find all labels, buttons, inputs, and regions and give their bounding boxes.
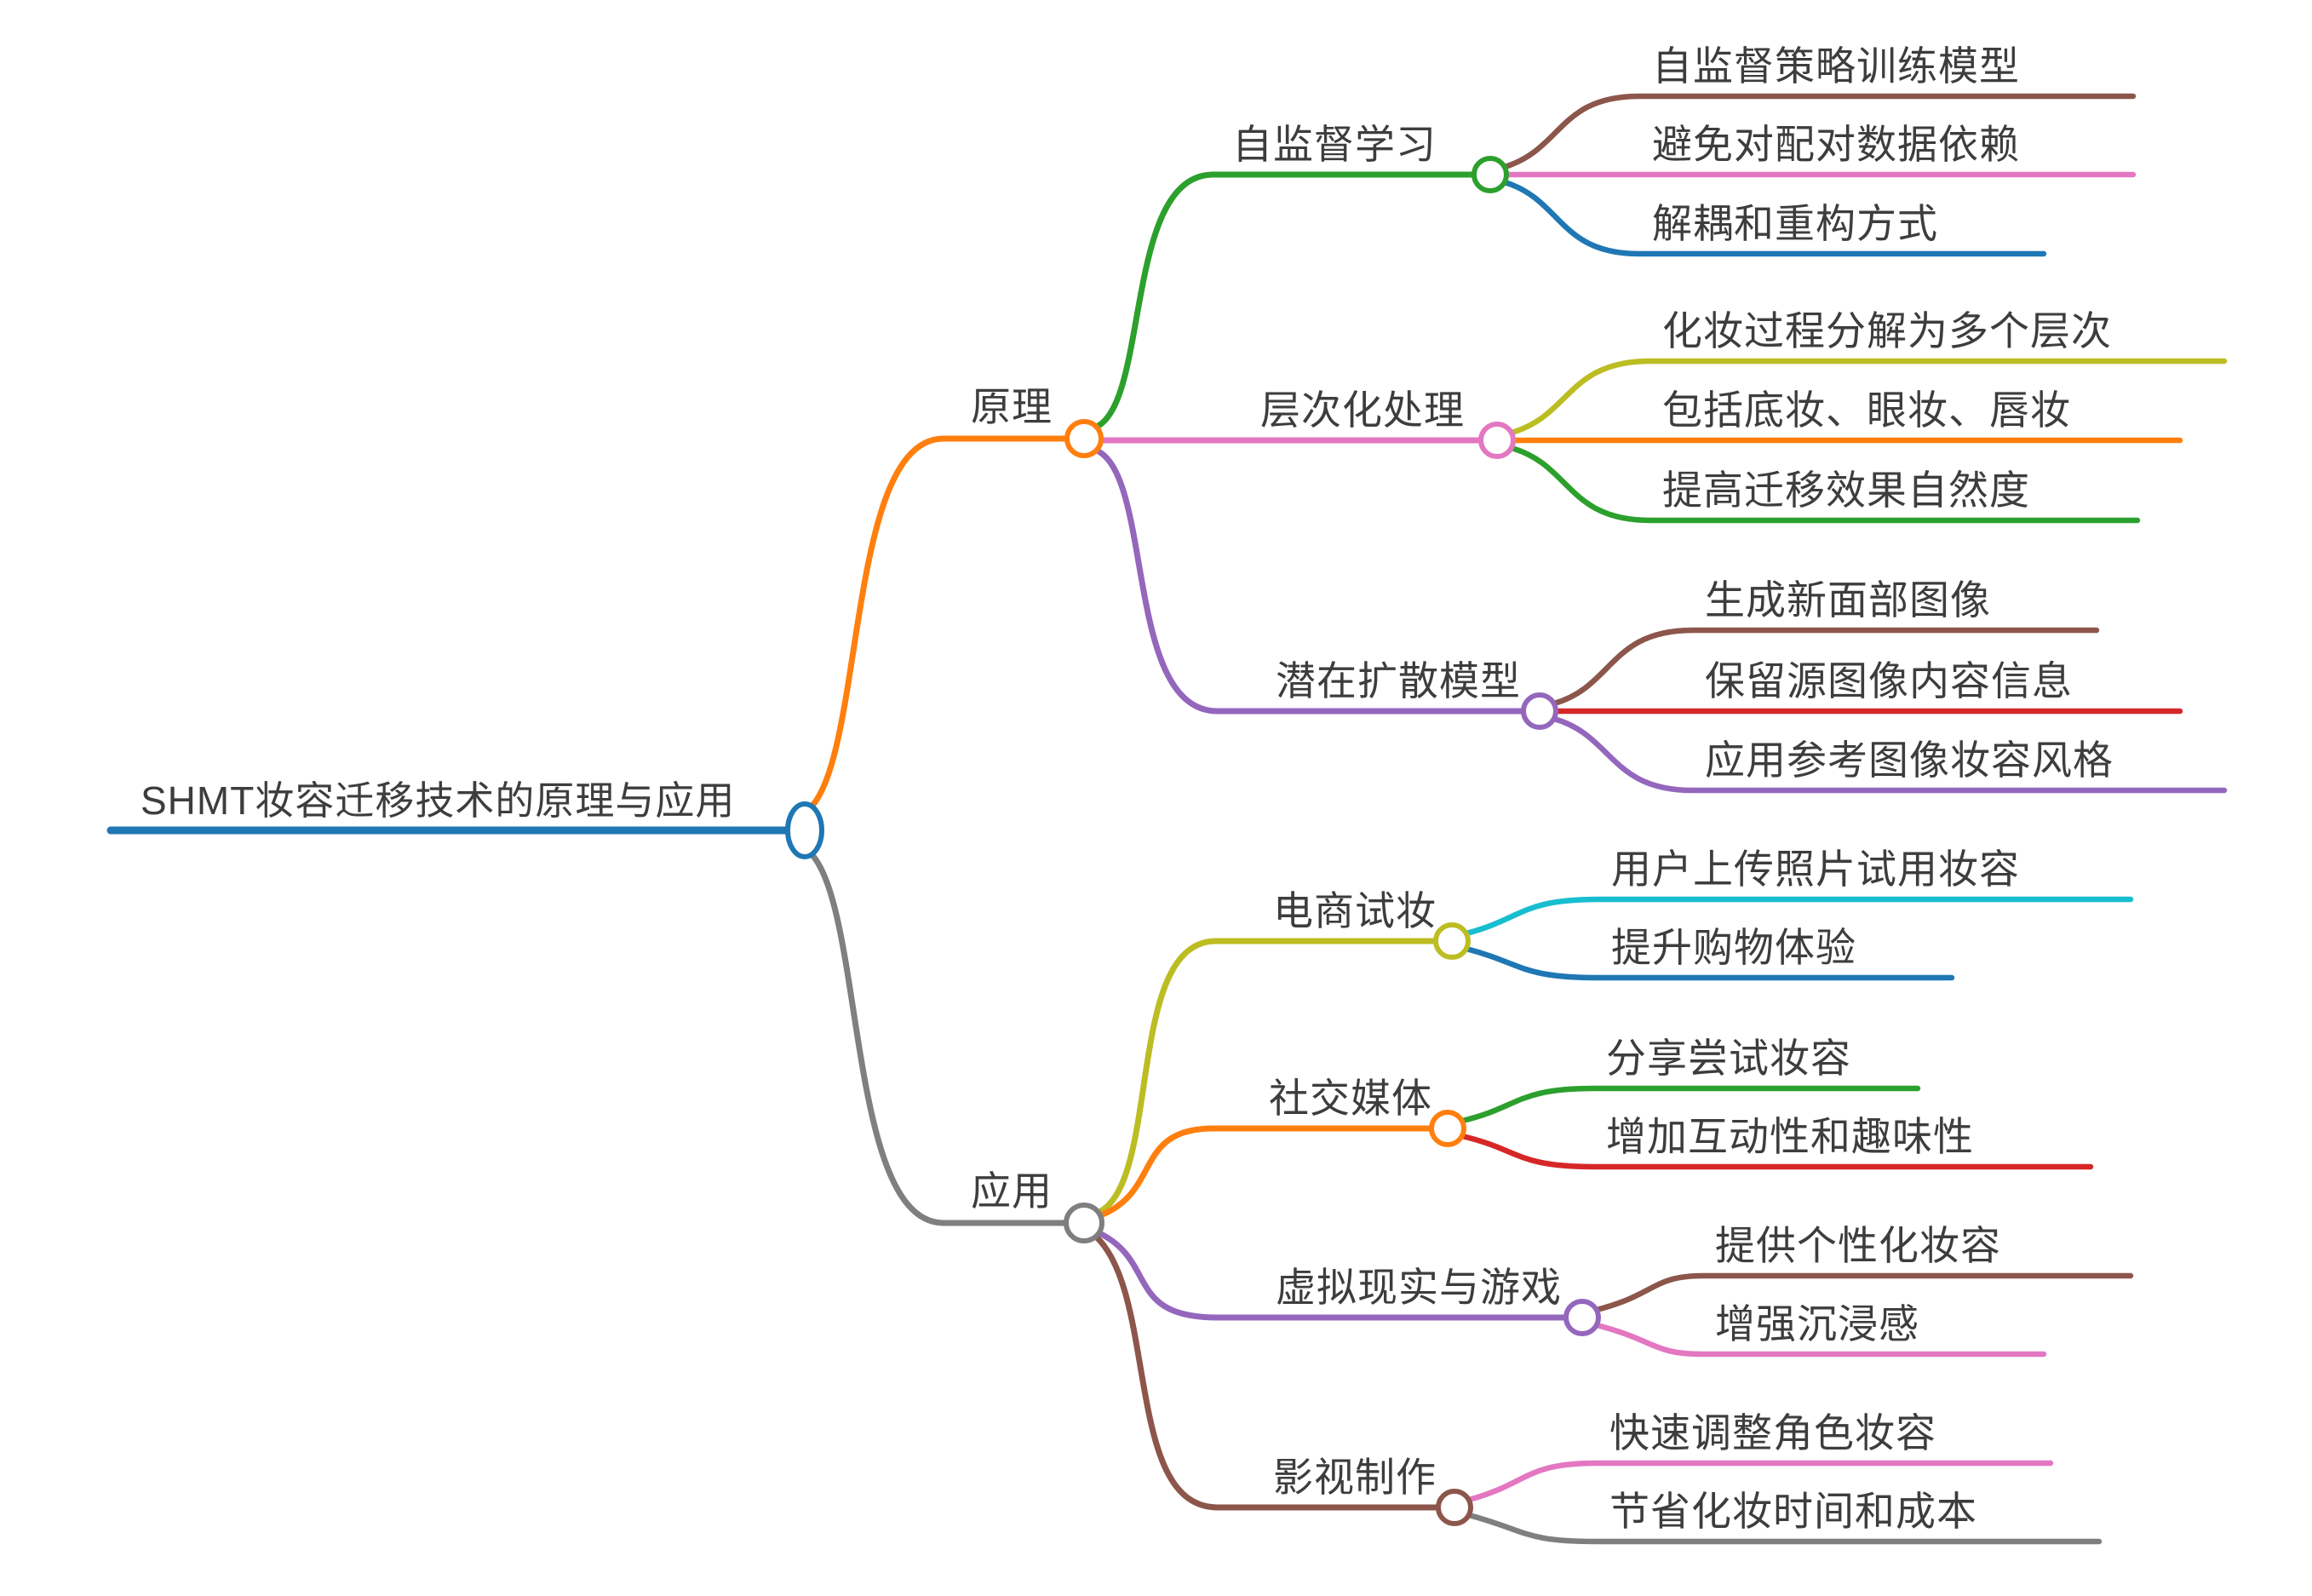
node-label-vr-games: 虚拟现实与游戏 [1276, 1265, 1562, 1310]
leaf-label-personalized-makeup: 提供个性化妆容 [1715, 1223, 2001, 1268]
node-circle-latentdiffusion[interactable] [1521, 692, 1558, 730]
leaf-label-naturalness: 提高迁移效果自然度 [1662, 468, 2030, 513]
edge-leaf-multi-layers [1508, 358, 2228, 436]
edge-leaf-immersion [1593, 1322, 2047, 1358]
node-label-socialmedia: 社交媒体 [1269, 1076, 1432, 1121]
node-label-application: 应用 [971, 1168, 1053, 1214]
edge-principle-selfsupervised [1093, 171, 1477, 430]
node-label-hierarchical: 层次化处理 [1260, 388, 1465, 433]
edge-leaf-save-time-cost [1466, 1512, 2103, 1545]
node-label-film: 影视制作 [1273, 1455, 1437, 1500]
leaf-label-multi-layers: 化妆过程分解为多个层次 [1662, 308, 2112, 353]
leaf-label-upload-photo: 用户上传照片试用妆容 [1611, 847, 2020, 892]
edge-leaf-personalized-makeup [1593, 1272, 2134, 1313]
node-label-principle: 原理 [971, 384, 1053, 429]
edge-root-application [808, 851, 1070, 1226]
node-circle-application[interactable] [1064, 1203, 1104, 1243]
edge-leaf-shopping-experience [1463, 945, 1955, 981]
leaf-label-selfsupervised-strategy: 自监督策略训练模型 [1652, 43, 2020, 89]
edge-root-principle [808, 435, 1070, 810]
leaf-label-preserve-content: 保留源图像内容信息 [1705, 658, 2073, 703]
edge-leaf-selfsupervised-strategy [1501, 93, 2137, 170]
node-circle-ecommerce[interactable] [1433, 922, 1471, 960]
edge-leaf-quick-adjust [1466, 1460, 2054, 1503]
leaf-label-quick-adjust: 快速调整角色妆容 [1609, 1410, 1936, 1455]
leaf-label-decouple-reconstruct: 解耦和重构方式 [1652, 201, 1938, 246]
leaf-label-generate-face: 生成新面部图像 [1705, 577, 1991, 623]
node-label-selfsupervised: 自监督学习 [1232, 122, 1437, 167]
leaf-label-save-time-cost: 节省化妆时间和成本 [1609, 1489, 1977, 1534]
edge-leaf-naturalness [1508, 445, 2141, 524]
edge-application-vr-games [1094, 1229, 1569, 1321]
node-label-ecommerce: 电商试妆 [1273, 888, 1437, 933]
leaf-label-base-eye-lip: 包括底妆、眼妆、唇妆 [1662, 388, 2071, 433]
leaf-label-apply-reference-style: 应用参考图像妆容风格 [1705, 738, 2114, 783]
leaf-label-interactivity-fun: 增加互动性和趣味性 [1606, 1114, 1974, 1159]
edge-leaf-interactivity-fun [1459, 1133, 2094, 1170]
leaf-label-avoid-paired-data: 避免对配对数据依赖 [1652, 122, 2020, 167]
node-circle-vr-games[interactable] [1563, 1299, 1601, 1336]
node-circle-film[interactable] [1436, 1489, 1473, 1526]
edge-application-socialmedia [1095, 1125, 1435, 1220]
edge-application-ecommerce [1094, 938, 1439, 1216]
node-label-root: SHMT妆容迁移技术的原理与应用 [141, 778, 736, 823]
node-label-latentdiffusion: 潜在扩散模型 [1276, 658, 1521, 703]
edge-principle-latentdiffusion [1093, 447, 1527, 715]
leaf-label-share-makeup: 分享尝试妆容 [1606, 1036, 1851, 1081]
node-circle-selfsupervised[interactable] [1472, 156, 1509, 193]
edge-leaf-generate-face [1551, 627, 2100, 707]
edge-application-film [1093, 1233, 1442, 1511]
leaf-label-immersion: 增强沉浸感 [1715, 1301, 1919, 1346]
leaf-label-shopping-experience: 提升购物体验 [1611, 925, 1856, 970]
node-circle-hierarchical[interactable] [1478, 422, 1516, 459]
edge-leaf-upload-photo [1463, 896, 2134, 937]
node-circle-principle[interactable] [1064, 419, 1104, 458]
edge-leaf-apply-reference-style [1551, 715, 2228, 794]
node-circle-socialmedia[interactable] [1429, 1110, 1466, 1147]
edge-leaf-decouple-reconstruct [1501, 179, 2047, 257]
edge-leaf-share-makeup [1459, 1085, 1921, 1124]
node-circle-root[interactable] [785, 801, 824, 859]
